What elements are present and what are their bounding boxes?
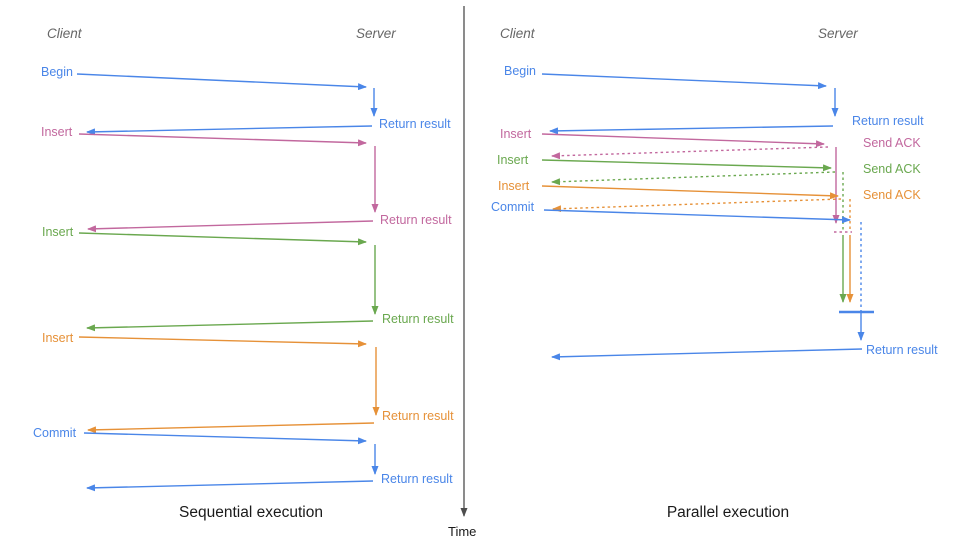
seq-return-4: Return result (382, 409, 454, 423)
seq-return-2: Return result (380, 213, 452, 227)
sequential-panel-title: Sequential execution (179, 504, 323, 521)
seq-commit-request (83, 432, 367, 445)
seq-return-1-line (86, 125, 373, 136)
seq-insert3-request (78, 336, 367, 348)
par-insert-2: Insert (497, 153, 529, 167)
par-insert2-request (541, 159, 832, 172)
seq-return-3-line (86, 320, 374, 332)
sequential-client-lifeline-header: Client (47, 26, 83, 41)
par-insert1-ack (551, 146, 829, 160)
par-sendack-3: Send ACK (863, 188, 921, 202)
par-begin-label: Begin (504, 64, 536, 78)
par-insert2-ack (551, 171, 836, 186)
par-commit-label: Commit (491, 200, 535, 214)
seq-insert2-request (78, 232, 367, 246)
par-begin-request (541, 73, 827, 90)
par-insert3-request (541, 185, 839, 200)
par-insert-1: Insert (500, 127, 532, 141)
parallel-panel-title: Parallel execution (667, 504, 789, 521)
par-commit-request (543, 209, 851, 224)
seq-begin-label: Begin (41, 65, 73, 79)
par-insert3-ack (552, 198, 842, 213)
seq-return-5: Return result (381, 472, 453, 486)
seq-commit-label: Commit (33, 426, 77, 440)
seq-return-4-line (87, 422, 375, 434)
par-return-1: Return result (852, 114, 924, 128)
seq-return-1: Return result (379, 117, 451, 131)
par-return-2: Return result (866, 343, 938, 357)
par-sendack-1: Send ACK (863, 136, 921, 150)
seq-return-3: Return result (382, 312, 454, 326)
seq-insert-3: Insert (42, 331, 74, 345)
seq-return-2-line (87, 220, 374, 233)
sequential-server-lifeline-header: Server (356, 26, 396, 41)
seq-insert-2: Insert (42, 225, 74, 239)
parallel-server-lifeline-header: Server (818, 26, 858, 41)
seq-insert-1: Insert (41, 125, 73, 139)
par-return-1-line (549, 125, 834, 135)
par-insert-3: Insert (498, 179, 530, 193)
time-axis-label: Time (448, 524, 476, 539)
parallel-client-lifeline-header: Client (500, 26, 536, 41)
par-sendack-2: Send ACK (863, 162, 921, 176)
seq-return-5-line (86, 480, 374, 492)
seq-insert1-request (78, 133, 367, 147)
seq-begin-request (76, 73, 367, 91)
par-insert1-request (541, 133, 825, 148)
par-return-2-line (551, 348, 863, 361)
